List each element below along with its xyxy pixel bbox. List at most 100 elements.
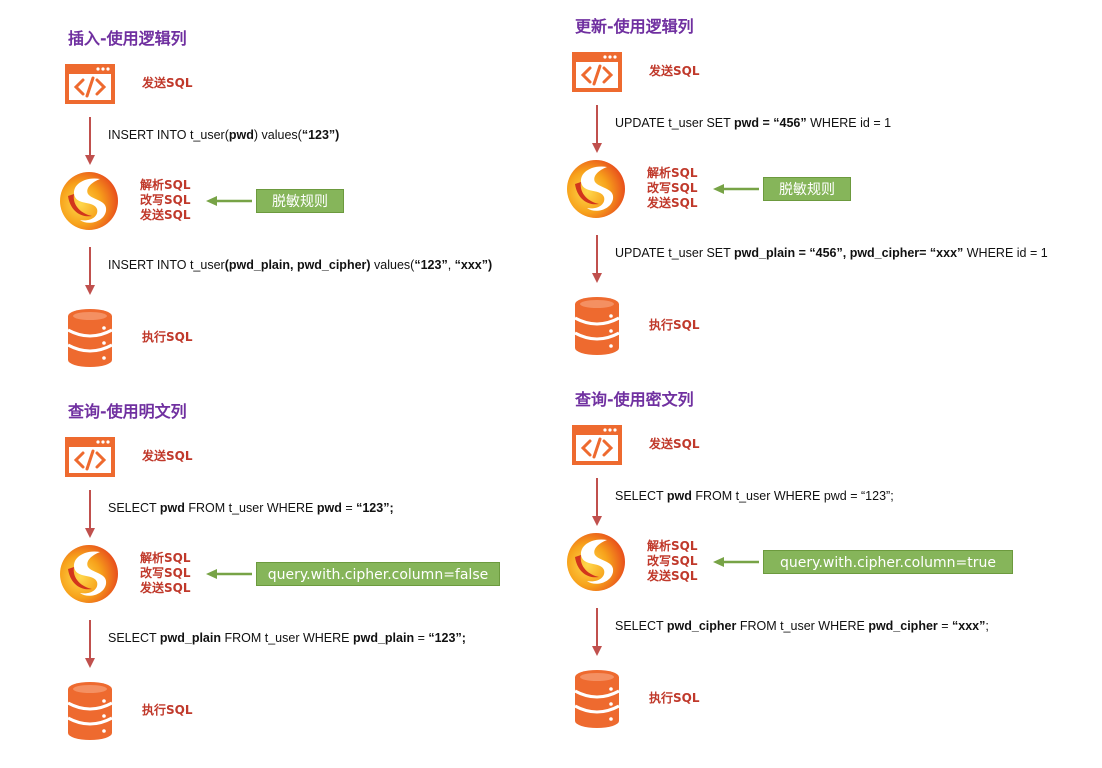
- rewritten-sql-statement: SELECT pwd_plain FROM t_user WHERE pwd_p…: [108, 631, 466, 645]
- sql-segment: UPDATE t_user SET: [615, 116, 735, 130]
- sql-segment: =: [414, 631, 429, 645]
- rule-arrow-left: [206, 569, 252, 579]
- send-sql-label: 发送SQL: [649, 64, 700, 78]
- input-sql-statement: UPDATE t_user SET pwd = “456” WHERE id =…: [615, 116, 891, 130]
- encrypt-rule-box: 脱敏规则: [256, 189, 344, 213]
- sql-segment: values(: [370, 258, 415, 272]
- shardingsphere-logo-icon: [567, 160, 625, 218]
- process-step-label: 改写SQL: [140, 566, 191, 580]
- process-step-label: 改写SQL: [140, 193, 191, 207]
- process-step-label: 发送SQL: [647, 196, 698, 210]
- sql-segment: pwd: [228, 128, 254, 142]
- shardingsphere-logo-icon: [567, 533, 625, 591]
- flow-arrow-down: [85, 117, 95, 165]
- sql-segment: pwd: [666, 489, 692, 503]
- database-icon: [574, 297, 620, 355]
- sql-segment: ) values(: [253, 128, 302, 142]
- rule-arrow-left: [713, 184, 759, 194]
- process-step-label: 发送SQL: [140, 581, 191, 595]
- sql-segment: “xxx”: [952, 619, 986, 633]
- database-icon: [67, 309, 113, 367]
- sql-segment: UPDATE t_user SET: [615, 246, 735, 260]
- sql-segment: “123”;: [428, 631, 466, 645]
- rule-arrow-left: [713, 557, 759, 567]
- shardingsphere-logo-icon: [60, 172, 118, 230]
- execute-sql-label: 执行SQL: [142, 703, 193, 717]
- panel-1: 插入-使用逻辑列发送SQL INSERT INTO t_user(pwd) val…: [58, 25, 598, 395]
- sql-segment: ,: [447, 258, 455, 272]
- rewritten-sql-statement: UPDATE t_user SET pwd_plain = “456”, pwd…: [615, 246, 1048, 260]
- sql-segment: ;: [985, 619, 989, 633]
- flow-arrow-down: [85, 490, 95, 538]
- flow-arrow-down: [85, 620, 95, 668]
- code-window-icon: [572, 425, 622, 465]
- execute-sql-label: 执行SQL: [142, 330, 193, 344]
- encrypt-rule-box: query.with.cipher.column=false: [256, 562, 500, 586]
- process-step-label: 解析SQL: [140, 178, 191, 192]
- rewritten-sql-statement: INSERT INTO t_user(pwd_plain, pwd_cipher…: [108, 258, 492, 272]
- panel-title: 插入-使用逻辑列: [68, 29, 187, 48]
- process-step-label: 解析SQL: [647, 539, 698, 553]
- process-step-label: 解析SQL: [647, 166, 698, 180]
- encrypt-rule-box: query.with.cipher.column=true: [763, 550, 1013, 574]
- flow-arrow-down: [592, 235, 602, 283]
- sql-segment: =: [937, 619, 953, 633]
- flow-arrow-down: [592, 478, 602, 526]
- sql-segment: (pwd_plain, pwd_cipher): [224, 258, 371, 272]
- sql-segment: SELECT: [108, 631, 160, 645]
- rewritten-sql-statement: SELECT pwd_cipher FROM t_user WHERE pwd_…: [615, 619, 989, 633]
- panel-2: 更新-使用逻辑列发送SQL UPDATE t_user SET pwd = “45…: [565, 13, 1102, 383]
- sql-segment: pwd_plain: [159, 631, 221, 645]
- sql-segment: “123”): [301, 128, 340, 142]
- encrypt-rule-box: 脱敏规则: [763, 177, 851, 201]
- shardingsphere-logo-icon: [60, 545, 118, 603]
- sql-segment: pwd_cipher: [868, 619, 938, 633]
- code-window-icon: [65, 437, 115, 477]
- sql-segment: WHERE id = 1: [806, 116, 892, 130]
- sql-segment: pwd: [159, 501, 185, 515]
- input-sql-statement: SELECT pwd FROM t_user WHERE pwd = “123”…: [108, 501, 394, 515]
- sql-segment: “123”;: [356, 501, 394, 515]
- sql-segment: pwd_plain = “456”, pwd_cipher= “xxx”: [734, 246, 964, 260]
- sql-segment: SELECT: [108, 501, 160, 515]
- process-step-label: 改写SQL: [647, 554, 698, 568]
- sql-segment: FROM t_user WHERE: [736, 619, 869, 633]
- sql-segment: FROM t_user WHERE: [184, 501, 317, 515]
- sql-segment: FROM t_user WHERE: [221, 631, 353, 645]
- send-sql-label: 发送SQL: [142, 76, 193, 90]
- sql-segment: SELECT: [615, 619, 667, 633]
- input-sql-statement: INSERT INTO t_user(pwd) values(“123”): [108, 128, 339, 142]
- panel-title: 查询-使用明文列: [68, 402, 187, 421]
- panel-title: 更新-使用逻辑列: [575, 17, 694, 36]
- sql-segment: pwd_plain: [352, 631, 415, 645]
- execute-sql-label: 执行SQL: [649, 691, 700, 705]
- send-sql-label: 发送SQL: [649, 437, 700, 451]
- code-window-icon: [65, 64, 115, 104]
- database-icon: [574, 670, 620, 728]
- sql-segment: pwd = “456”: [734, 116, 807, 130]
- sql-segment: WHERE id = 1: [963, 246, 1048, 260]
- input-sql-statement: SELECT pwd FROM t_user WHERE pwd = “123”…: [615, 489, 894, 503]
- process-step-label: 发送SQL: [647, 569, 698, 583]
- send-sql-label: 发送SQL: [142, 449, 193, 463]
- rule-arrow-left: [206, 196, 252, 206]
- sql-segment: “123”: [414, 258, 448, 272]
- sql-segment: INSERT INTO t_user(: [108, 128, 229, 142]
- sql-segment: =: [341, 501, 357, 515]
- code-window-icon: [572, 52, 622, 92]
- execute-sql-label: 执行SQL: [649, 318, 700, 332]
- sql-segment: pwd: [316, 501, 342, 515]
- flow-arrow-down: [85, 247, 95, 295]
- database-icon: [67, 682, 113, 740]
- flow-arrow-down: [592, 608, 602, 656]
- sql-segment: pwd_cipher: [666, 619, 737, 633]
- sql-segment: SELECT: [615, 489, 667, 503]
- flow-arrow-down: [592, 105, 602, 153]
- process-step-label: 解析SQL: [140, 551, 191, 565]
- process-step-label: 发送SQL: [140, 208, 191, 222]
